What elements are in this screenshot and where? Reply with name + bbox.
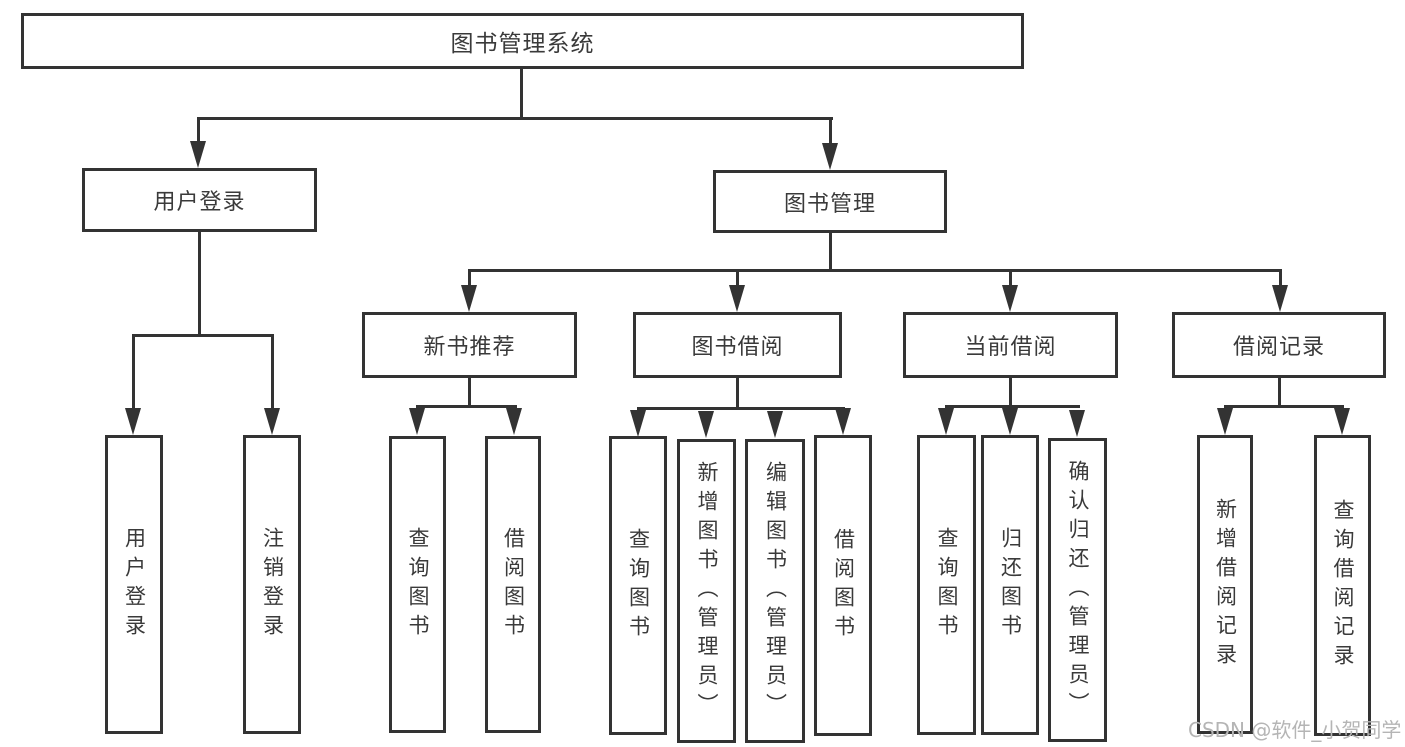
arrowhead-down-icon [630,410,646,437]
arrowhead-down-icon [125,408,141,435]
leaf-node-label: 新增借阅记录 [1213,497,1238,672]
arrowhead-down-icon [461,285,477,312]
leaf-node-label: 确认归还（管理员） [1066,459,1090,721]
level2-node-label: 图书管理 [783,191,876,217]
leaf-node-label: 查询图书 [935,527,959,643]
arrowhead-down-icon [1002,285,1018,312]
leaf-node-return-books: 归还图书 [981,435,1039,735]
arrowhead-down-icon [506,408,522,435]
connector-line [468,377,471,408]
leaf-node-user-login: 用户登录 [105,435,163,734]
level3-node-label: 借阅记录 [1232,335,1325,360]
leaf-node-label: 查询图书 [406,526,430,643]
arrowhead-down-icon [938,408,954,435]
leaf-node-add-books-admin: 新增图书（管理员） [677,439,736,743]
arrowhead-down-icon [729,285,745,312]
connector-line [945,405,1080,408]
arrowhead-down-icon [1002,408,1018,435]
leaf-node-query-books-1: 查询图书 [389,436,446,733]
leaf-node-edit-books-admin: 编辑图书（管理员） [745,439,805,743]
level3-node-label: 图书借阅 [691,335,784,360]
leaf-node-borrow-books-1: 借阅图书 [485,436,541,733]
connector-line [1279,269,1282,289]
leaf-node-query-books-3: 查询图书 [917,435,976,735]
connector-line [1009,269,1012,289]
leaf-node-add-borrow-record: 新增借阅记录 [1197,435,1253,734]
leaf-node-label: 查询图书 [626,527,651,644]
leaf-node-label: 借阅图书 [501,526,526,643]
level2-node-user-login: 用户登录 [82,168,317,232]
arrowhead-down-icon [835,408,851,435]
root-node-label: 图书管理系统 [450,31,595,57]
connector-line [198,231,201,337]
connector-line [271,334,274,410]
leaf-node-label: 借阅图书 [831,527,856,644]
arrowhead-down-icon [1334,408,1350,435]
connector-line [132,334,274,337]
leaf-node-query-borrow-record: 查询借阅记录 [1314,435,1371,736]
connector-line [637,407,845,410]
leaf-node-label: 编辑图书（管理员） [763,460,788,722]
connector-line [197,117,833,120]
arrowhead-down-icon [698,411,714,438]
arrowhead-down-icon [1217,408,1233,435]
connector-line [416,405,517,408]
leaf-node-borrow-books-2: 借阅图书 [814,435,872,736]
connector-line [520,68,523,120]
level3-node-new-book-recommend: 新书推荐 [362,312,577,378]
leaf-node-confirm-return-admin: 确认归还（管理员） [1048,438,1107,742]
arrowhead-down-icon [264,408,280,435]
connector-line [1278,377,1281,408]
connector-line [1224,405,1344,408]
connector-line [829,232,832,272]
level3-node-label: 新书推荐 [423,335,516,360]
arrowhead-down-icon [767,411,783,438]
arrowhead-down-icon [190,141,206,168]
leaf-node-logout: 注销登录 [243,435,301,734]
arrowhead-down-icon [1272,285,1288,312]
leaf-node-label: 新增图书（管理员） [695,460,719,722]
level3-node-book-borrow: 图书借阅 [633,312,842,378]
connector-line [1009,377,1012,408]
connector-line [468,269,1282,272]
leaf-node-label: 查询借阅记录 [1331,498,1355,673]
csdn-watermark: CSDN @软件_小贺同学 [1188,718,1402,742]
connector-line [736,269,739,289]
connector-line [197,117,200,145]
leaf-node-label: 注销登录 [260,526,285,643]
connector-line [468,269,471,289]
leaf-node-query-books-2: 查询图书 [609,436,667,735]
root-node-book-management-system: 图书管理系统 [21,13,1024,69]
level3-node-label: 当前借阅 [964,335,1057,360]
connector-line [132,334,135,410]
leaf-node-label: 归还图书 [998,527,1023,643]
level2-node-book-management: 图书管理 [713,170,947,233]
leaf-node-label: 用户登录 [122,526,147,643]
level3-node-borrow-records: 借阅记录 [1172,312,1386,378]
arrowhead-down-icon [822,143,838,170]
level3-node-current-borrow: 当前借阅 [903,312,1118,378]
level2-node-label: 用户登录 [153,190,246,215]
connector-line [736,377,739,410]
arrowhead-down-icon [1069,410,1085,437]
connector-line [829,117,832,145]
arrowhead-down-icon [409,408,425,435]
